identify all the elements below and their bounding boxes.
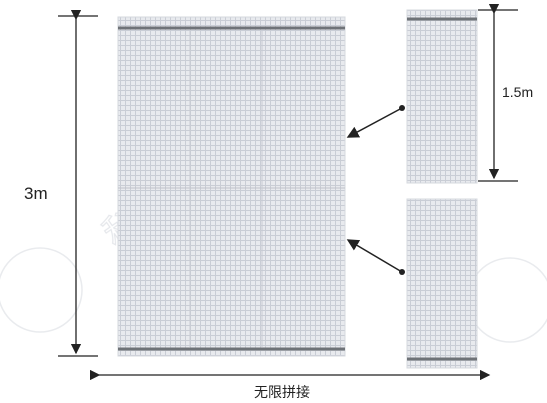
callout-arrow-line xyxy=(346,107,403,138)
callout-arrow-line xyxy=(346,239,403,273)
module-height-dimension xyxy=(478,3,518,182)
module-height-label: 1.5m xyxy=(502,84,534,100)
top-module-panel xyxy=(406,9,478,184)
bottom-module xyxy=(406,198,478,369)
full-screen-assembly xyxy=(117,16,346,357)
callout-arrow-bottom xyxy=(346,239,405,275)
top-module xyxy=(406,9,478,184)
total-height-label: 3m xyxy=(24,184,48,203)
full-screen-panel xyxy=(117,16,346,357)
caption-unlimited-splicing: 无限拼接 xyxy=(254,384,310,400)
total-height-dimension xyxy=(58,9,98,357)
bottom-module-panel xyxy=(406,198,478,369)
callout-arrow-top xyxy=(346,105,405,138)
